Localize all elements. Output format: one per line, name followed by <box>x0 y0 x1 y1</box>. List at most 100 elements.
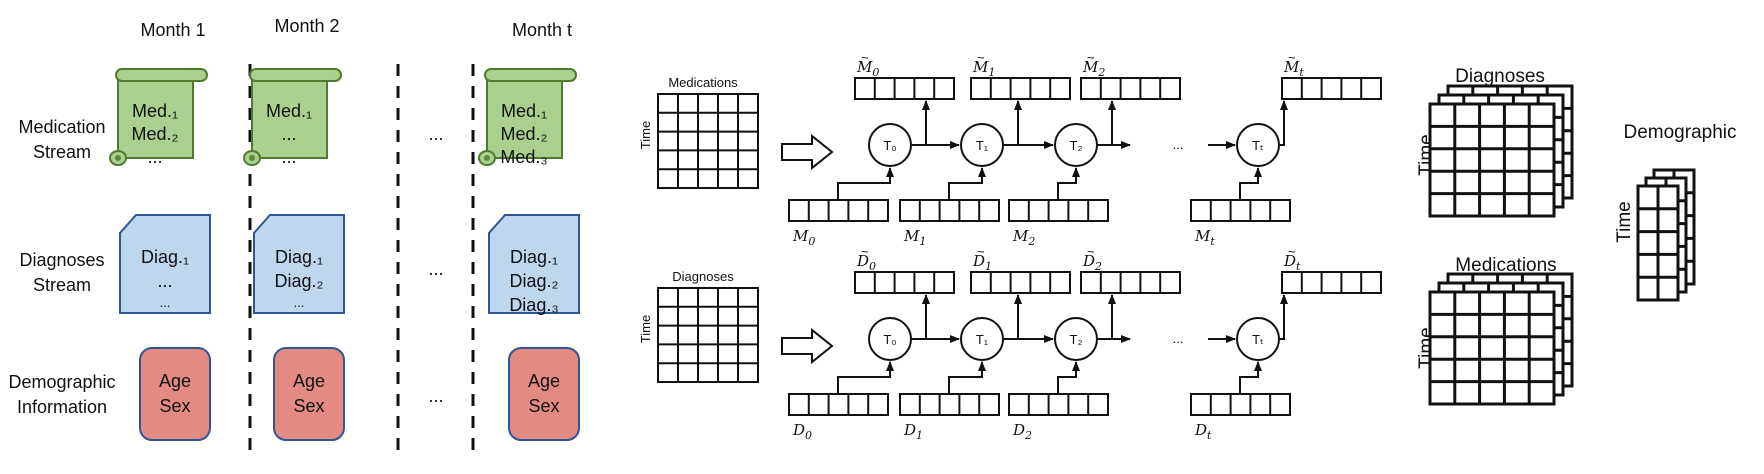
matrix-time-label: Time <box>638 121 653 149</box>
cell-label: T₁ <box>976 138 989 153</box>
vector-frame <box>788 393 889 416</box>
scroll-top-roll <box>115 68 208 82</box>
input-subscript: 1 <box>919 235 926 248</box>
input-arrow <box>1239 361 1262 394</box>
input-arrow <box>948 167 986 200</box>
diagnosis-entry: ... <box>157 271 172 291</box>
hollow-arrow-icon <box>781 327 834 365</box>
tilde-mark: ~ <box>861 244 869 259</box>
medication-entry: ... <box>147 147 162 167</box>
cell-label: Tₜ <box>1252 332 1264 347</box>
input-symbol: Dt <box>1194 421 1212 442</box>
input-vector <box>1008 393 1109 416</box>
output-vector <box>970 77 1071 100</box>
row-ellipsis-demo: ... <box>428 386 443 406</box>
tensor-diagnoses <box>1428 84 1574 218</box>
output-vector <box>1281 271 1382 294</box>
document-shape <box>488 214 580 314</box>
grid-frame <box>657 287 759 383</box>
input-arrow <box>948 361 986 394</box>
tilde-mark: ~ <box>1087 244 1095 259</box>
medication-entry: Med.₁ <box>266 101 312 121</box>
input-arrow <box>1057 361 1080 394</box>
input-symbol: D2 <box>1012 421 1032 442</box>
input-arrow <box>1057 167 1080 200</box>
tensor-slice <box>1636 184 1680 302</box>
output-vector <box>854 77 955 100</box>
input-vector <box>1190 393 1291 416</box>
medication-entry: Med.₁ <box>132 101 178 121</box>
recurrent-cell: T₀ <box>868 317 912 361</box>
vector-frame <box>1281 77 1382 100</box>
input-symbol: Mt <box>1194 227 1215 248</box>
cell-label: T₀ <box>883 138 896 153</box>
tensor-stacks: Diagnoses Time Medications Time Demograp… <box>1416 66 1737 406</box>
input-vector <box>899 199 1000 222</box>
tensor-slice <box>1428 290 1556 406</box>
output-subscript: 2 <box>1094 260 1102 273</box>
output-vector <box>1281 77 1382 100</box>
input-subscript: 2 <box>1027 235 1035 248</box>
tilde-mark: ~ <box>1288 50 1296 65</box>
document-shape <box>119 214 211 314</box>
vector-frame <box>788 199 889 222</box>
grid-frame <box>1428 290 1556 406</box>
input-vector <box>788 393 889 416</box>
vector-frame <box>1080 77 1181 100</box>
input-subscript: 0 <box>808 235 815 248</box>
medication-scroll: Med.₁Med.₂... <box>109 68 208 167</box>
vector-frame <box>854 77 955 100</box>
month-header-t: Month t <box>512 20 572 40</box>
medication-entry: Med.₁ <box>501 101 547 121</box>
tensor-label-diagnoses: Diagnoses <box>1455 66 1545 87</box>
vector-frame <box>1281 271 1382 294</box>
recurrent-cell: T₀ <box>868 123 912 167</box>
matrix-label: Medications <box>668 75 738 90</box>
output-vector <box>854 271 955 294</box>
output-vector <box>970 271 1071 294</box>
scroll-curl <box>484 155 490 161</box>
scroll-curl <box>249 155 255 161</box>
diagnoses-document: Diag.₁...... <box>119 214 211 314</box>
input-vector <box>1008 199 1109 222</box>
grid-frame <box>657 93 759 189</box>
diagnosis-entry: Diag.₁ <box>510 247 558 267</box>
output-subscript: 2 <box>1097 66 1105 79</box>
input-symbol: M0 <box>792 227 815 248</box>
output-subscript: 1 <box>988 66 995 79</box>
month-header-1: Month 1 <box>140 20 205 40</box>
input-subscript: 2 <box>1024 429 1032 442</box>
chain-ellipsis: ... <box>1173 137 1184 152</box>
grid-frame <box>1428 102 1556 218</box>
vector-frame <box>970 271 1071 294</box>
row-label-demographic-2: Information <box>17 397 107 417</box>
output-vector <box>1080 77 1181 100</box>
output-arrow <box>1003 294 1022 340</box>
demographic-field: Age <box>159 371 191 391</box>
vector-frame <box>1190 393 1291 416</box>
input-arrow <box>1239 167 1262 200</box>
output-symbol: Mt <box>1283 58 1304 79</box>
diagnosis-entry: Diag.₂ <box>274 271 323 291</box>
medication-entry: ... <box>281 124 296 144</box>
input-vector <box>788 199 889 222</box>
matrix-label: Diagnoses <box>672 269 734 284</box>
demographic-field: Sex <box>159 396 190 416</box>
recurrent-cell: T₁ <box>960 317 1004 361</box>
recurrent-cell: T₂ <box>1054 317 1098 361</box>
output-subscript: 0 <box>869 260 876 273</box>
diagnosis-entry: Diag.₁ <box>141 247 189 267</box>
tensor-axis-demographic: Time <box>1614 201 1635 243</box>
input-matrix <box>657 287 759 383</box>
cell-label: T₁ <box>976 332 989 347</box>
recurrent-cell: Tₜ <box>1236 123 1280 167</box>
input-symbol: M2 <box>1012 227 1035 248</box>
diagnosis-entry: Diag.₁ <box>275 247 323 267</box>
output-subscript: t <box>1299 66 1304 79</box>
vector-frame <box>1008 393 1109 416</box>
